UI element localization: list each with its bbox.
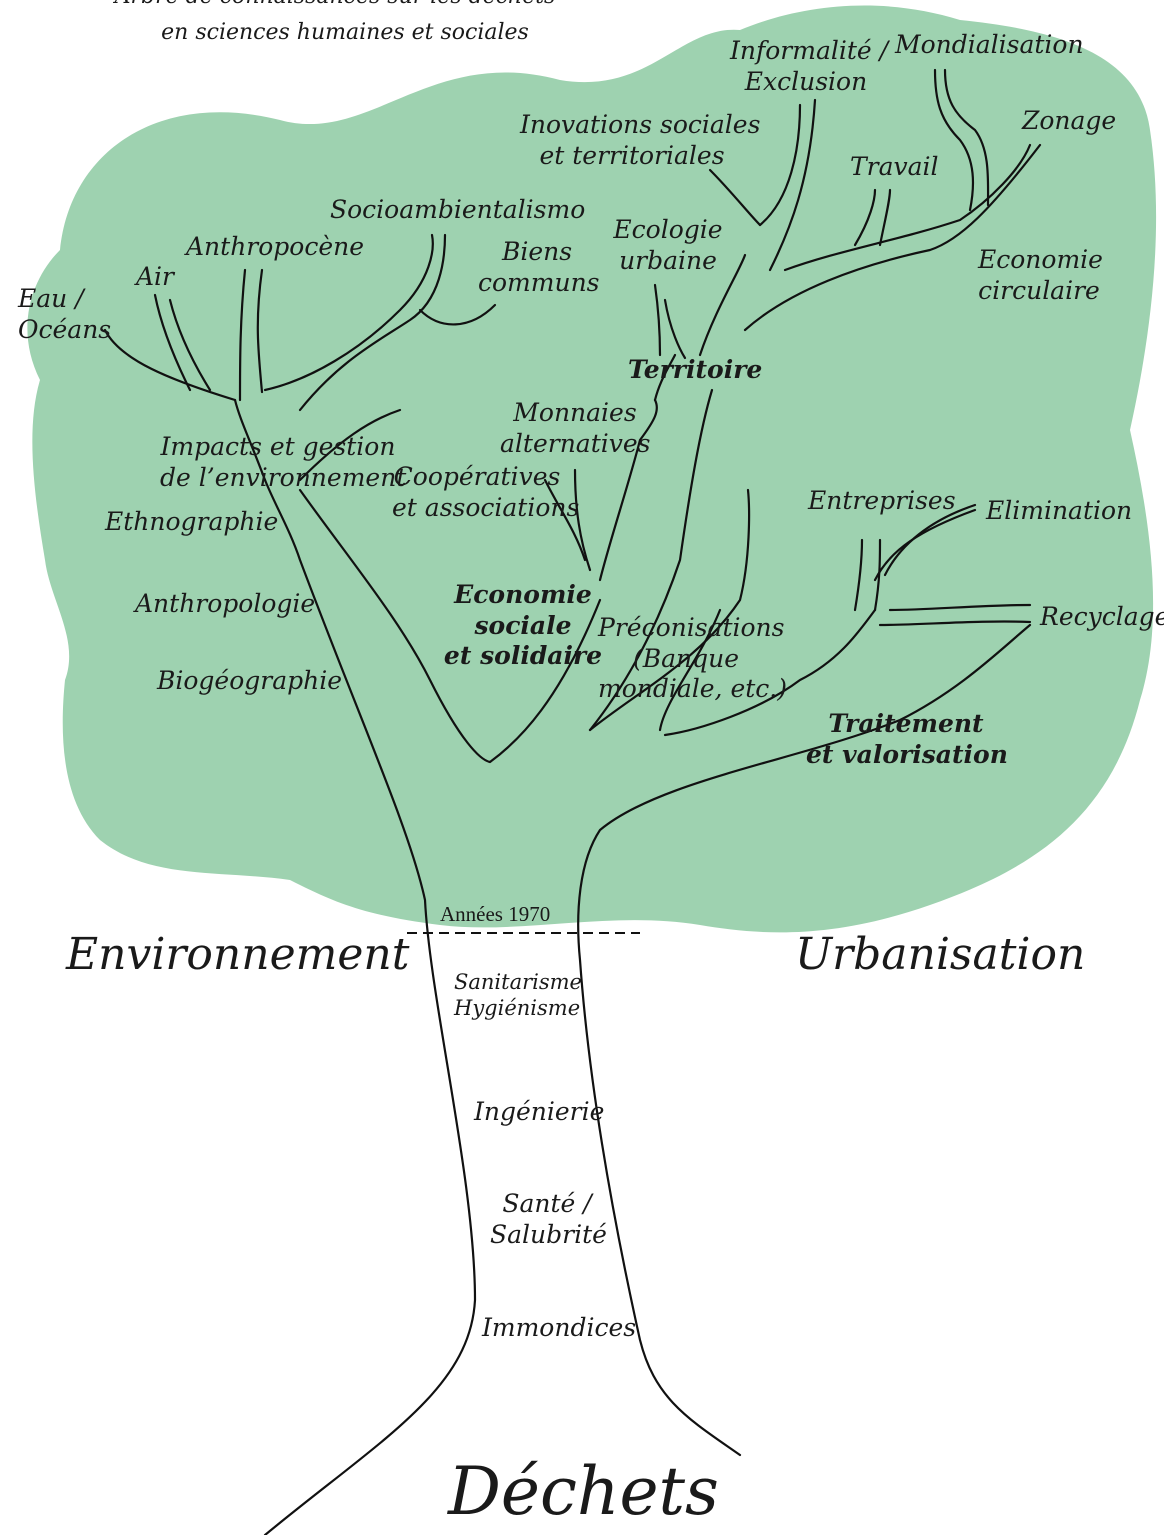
branch-environnement: Environnement bbox=[66, 929, 410, 980]
label-biens-communs: Biens communs bbox=[478, 237, 600, 297]
label-air: Air bbox=[136, 262, 175, 291]
label-ecologie-urbaine: Ecologie urbaine bbox=[613, 215, 723, 275]
label-preconisations: Préconisations (Banque mondiale, etc.) bbox=[598, 613, 787, 703]
label-eau: Eau / Océans bbox=[18, 284, 112, 344]
label-inovations: Inovations sociales et territoriales bbox=[520, 110, 761, 170]
label-recyclage: Recyclage bbox=[1040, 602, 1164, 631]
label-entreprises: Entreprises bbox=[808, 486, 956, 515]
discipline-biogeographie: Biogéographie bbox=[157, 666, 343, 695]
discipline-ethnographie: Ethnographie bbox=[105, 507, 279, 536]
trunk-right-edge bbox=[577, 623, 1032, 1457]
label-elimination: Elimination bbox=[986, 496, 1133, 525]
trunk-sanitarisme: Sanitarisme Hygiénisme bbox=[454, 970, 582, 1020]
label-cooperatives: Coopératives et associations bbox=[392, 462, 580, 522]
title-line-2: en sciences humaines et sociales bbox=[161, 20, 529, 45]
label-zonage: Zonage bbox=[1022, 106, 1117, 135]
trunk-immondices: Immondices bbox=[482, 1313, 637, 1342]
label-socioambientalismo: Socioambientalismo bbox=[330, 195, 586, 224]
trunk-ingenierie: Ingénierie bbox=[474, 1097, 605, 1126]
territoire-hub: Territoire bbox=[628, 355, 763, 384]
environment-hub: Impacts et gestion de l’environnement bbox=[160, 432, 407, 492]
traitement-hub: Traitement et valorisation bbox=[806, 709, 1008, 769]
root-dechets: Déchets bbox=[448, 1453, 719, 1530]
era-marker: Années 1970 bbox=[440, 902, 551, 926]
label-monnaies: Monnaies alternatives bbox=[500, 398, 651, 458]
label-informalite: Informalité / Exclusion bbox=[730, 36, 889, 96]
label-travail: Travail bbox=[850, 152, 939, 181]
trunk-sante: Santé / Salubrité bbox=[490, 1189, 607, 1249]
label-anthropocene: Anthropocène bbox=[186, 232, 365, 261]
title-line-1: Arbre de connaissances sur les déchets bbox=[105, 0, 565, 11]
ess-hub: Economie sociale et solidaire bbox=[443, 580, 603, 670]
branch-urbanisation: Urbanisation bbox=[795, 929, 1086, 980]
trunk-left-edge bbox=[263, 478, 477, 1535]
canopy bbox=[27, 5, 1157, 933]
discipline-anthropologie: Anthropologie bbox=[135, 589, 316, 618]
label-mondialisation: Mondialisation bbox=[895, 30, 1084, 59]
label-economie-circulaire: Economie circulaire bbox=[978, 245, 1103, 305]
